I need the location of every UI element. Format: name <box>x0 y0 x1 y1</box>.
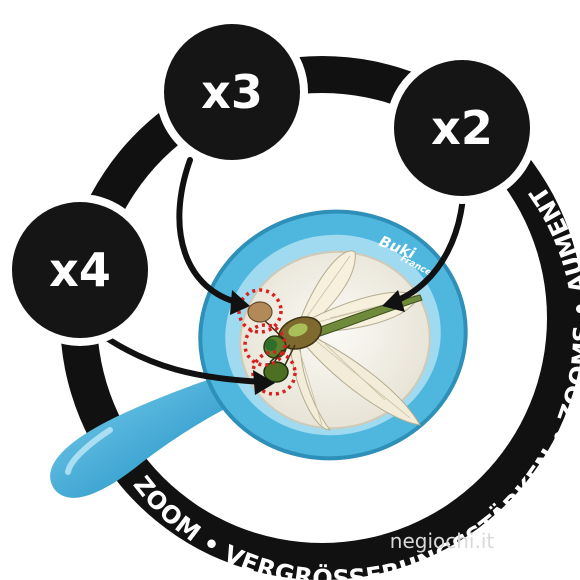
badge-x2-circle <box>386 52 538 204</box>
dragonfly-thorax-stripe <box>288 323 308 337</box>
badge-x3-circle <box>156 16 308 168</box>
magnifier-handle <box>50 372 249 498</box>
arrowhead-x3 <box>230 290 250 315</box>
arrow-x3 <box>176 157 243 306</box>
dragonfly-eye <box>265 339 277 351</box>
arrow-x4 <box>92 327 265 385</box>
badge-x3-label: x3 <box>201 65 263 119</box>
badge-x2-label: x2 <box>431 101 493 155</box>
dragonfly-wing-lower-left <box>289 339 332 431</box>
arrow-heads <box>230 290 405 395</box>
watermark: negiochi.it <box>390 529 495 553</box>
badge-x4: x4 <box>4 194 156 346</box>
badge-x4-circle <box>4 194 156 346</box>
highlight-circle-x4 <box>251 350 297 396</box>
zoom-highlights <box>237 288 297 396</box>
highlight-circle-x2 <box>243 323 287 367</box>
dragonfly-leg-joint <box>247 301 273 323</box>
arrowhead-x4 <box>253 370 275 395</box>
dragonfly-mouthparts <box>263 361 289 383</box>
arrowhead-x2 <box>382 290 405 312</box>
badge-x3: x3 <box>156 16 308 168</box>
highlight-circle-x3 <box>237 288 283 334</box>
badge-x4-label: x4 <box>49 243 111 297</box>
magnifier-handle-shine <box>65 427 113 475</box>
badge-x2: x2 <box>386 52 538 204</box>
